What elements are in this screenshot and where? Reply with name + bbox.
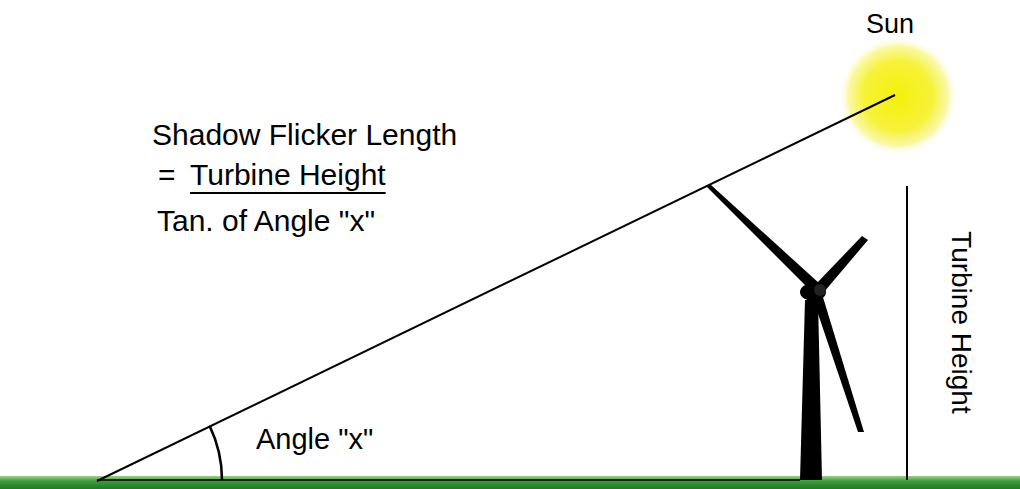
equals-sign: =	[158, 158, 176, 191]
shadow-line	[97, 479, 800, 481]
angle-arc	[210, 426, 223, 480]
fraction-bar	[190, 192, 386, 194]
dimension-label: Turbine Height	[945, 231, 976, 414]
sun-label: Sun	[866, 10, 914, 40]
formula-numerator: Turbine Height	[190, 158, 386, 191]
sun-ray	[97, 95, 895, 481]
sun-disc	[840, 38, 956, 154]
wind-turbine	[706, 185, 868, 480]
formula-label: Shadow Flicker Length	[152, 118, 457, 151]
formula-denominator: Tan. of Angle "x"	[157, 204, 375, 237]
angle-label: Angle "x"	[256, 424, 373, 456]
height-line	[906, 186, 908, 480]
ground	[0, 476, 1020, 489]
